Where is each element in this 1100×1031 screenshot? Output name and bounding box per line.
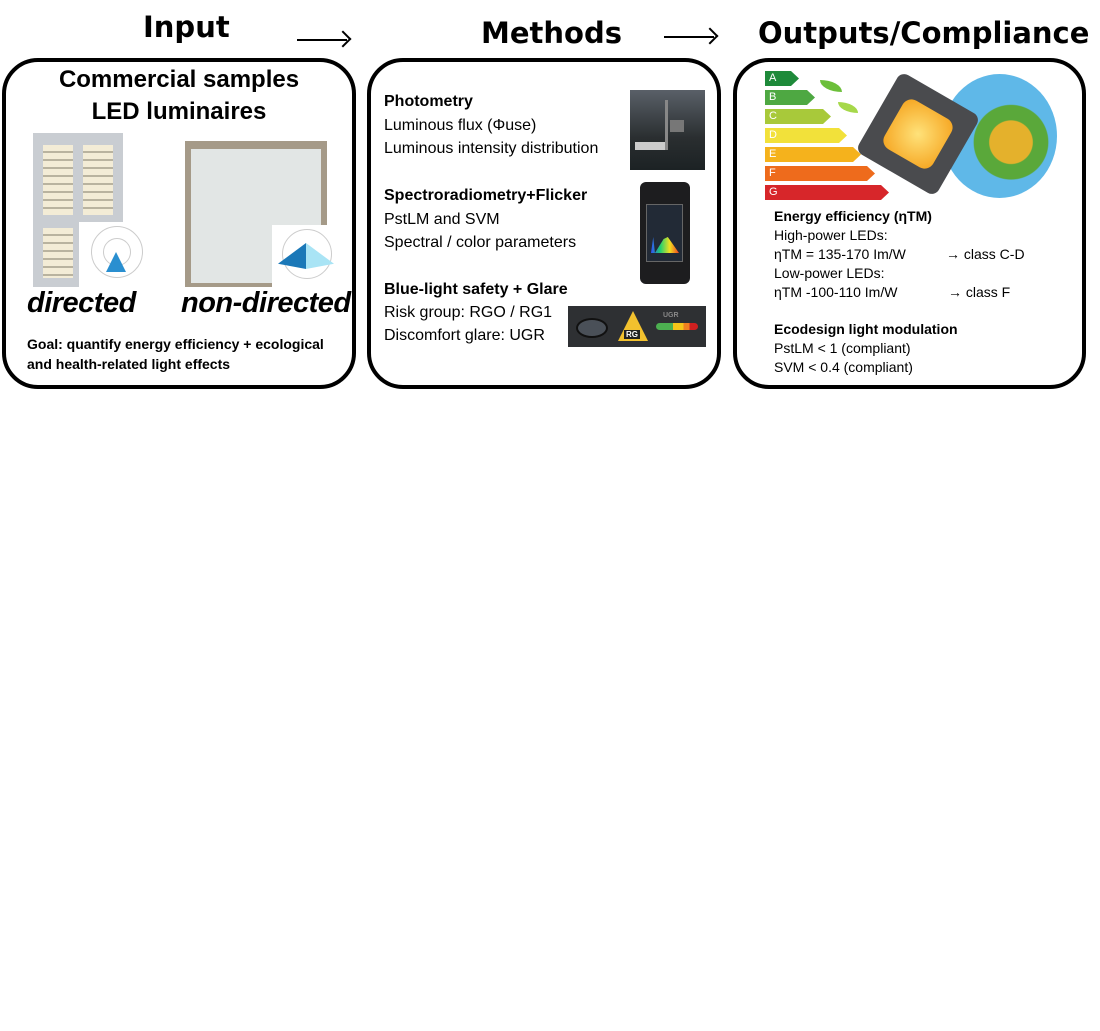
modulation-heading: Ecodesign light modulation (774, 321, 958, 337)
rg-badge: RG (624, 330, 640, 339)
energy-class-e: E (765, 147, 861, 162)
header-input: Input (143, 10, 230, 44)
pstlm-result: PstLM < 1 (compliant) (774, 340, 911, 356)
energy-class-f: F (765, 166, 875, 181)
glare-safety-banner: RG UGR (568, 306, 706, 347)
directed-polar-diagram (79, 222, 153, 288)
bluelight-heading: Blue-light safety + Glare (384, 281, 568, 298)
energy-class-a: A (765, 71, 799, 86)
energy-class-d: D (765, 128, 847, 143)
ugr-label: UGR (663, 312, 679, 319)
energy-class-b: B (765, 90, 815, 105)
label-directed: directed (27, 287, 136, 319)
header-methods: Methods (481, 16, 622, 50)
spectro-line2: Spectral / color parameters (384, 234, 577, 251)
goal-line2: and health-related light effects (27, 356, 231, 372)
eye-icon (576, 318, 608, 338)
flow-arrow-2 (664, 36, 714, 38)
non-directed-panel-photo (185, 141, 327, 287)
spectrometer-device (640, 182, 690, 284)
low-power-value: ηTM -100-110 Im/W (774, 284, 898, 300)
spectro-line1: PstLM and SVM (384, 211, 500, 228)
non-directed-polar-diagram (272, 225, 340, 288)
energy-class-g: G (765, 185, 889, 200)
ugr-scale (656, 323, 698, 330)
flow-arrow-1 (297, 39, 347, 41)
photometry-line2: Luminous intensity distribution (384, 140, 599, 157)
low-power-class: → class F (948, 284, 1011, 300)
energy-class-c: C (765, 109, 831, 124)
leaf-icon (838, 102, 858, 113)
photometry-line1: Luminous flux (Φuse) (384, 117, 537, 134)
input-title-line1: Commercial samples (58, 66, 300, 93)
label-non-directed: non-directed (181, 287, 351, 319)
bluelight-line2: Discomfort glare: UGR (384, 327, 545, 344)
header-outputs: Outputs/Compliance (758, 16, 1090, 50)
efficiency-heading: Energy efficiency (ηTM) (774, 208, 932, 224)
goal-line1: Goal: quantify energy efficiency + ecolo… (27, 336, 324, 352)
bluelight-line1: Risk group: RGO / RG1 (384, 304, 553, 321)
high-power-class: → class C-D (946, 246, 1025, 262)
high-power-value: ηTM = 135-170 Im/W (774, 246, 906, 262)
input-title-line2: LED luminaires (91, 98, 267, 125)
goniophotometer-photo (630, 90, 705, 170)
high-power-label: High-power LEDs: (774, 227, 888, 243)
photometry-heading: Photometry (384, 93, 473, 110)
spectro-heading: Spectroradiometry+Flicker (384, 187, 588, 204)
energy-label-scale: A B C D E F G (765, 71, 889, 200)
directed-luminaire-photo (33, 133, 123, 287)
low-power-label: Low-power LEDs: (774, 265, 885, 281)
svm-result: SVM < 0.4 (compliant) (774, 359, 913, 375)
